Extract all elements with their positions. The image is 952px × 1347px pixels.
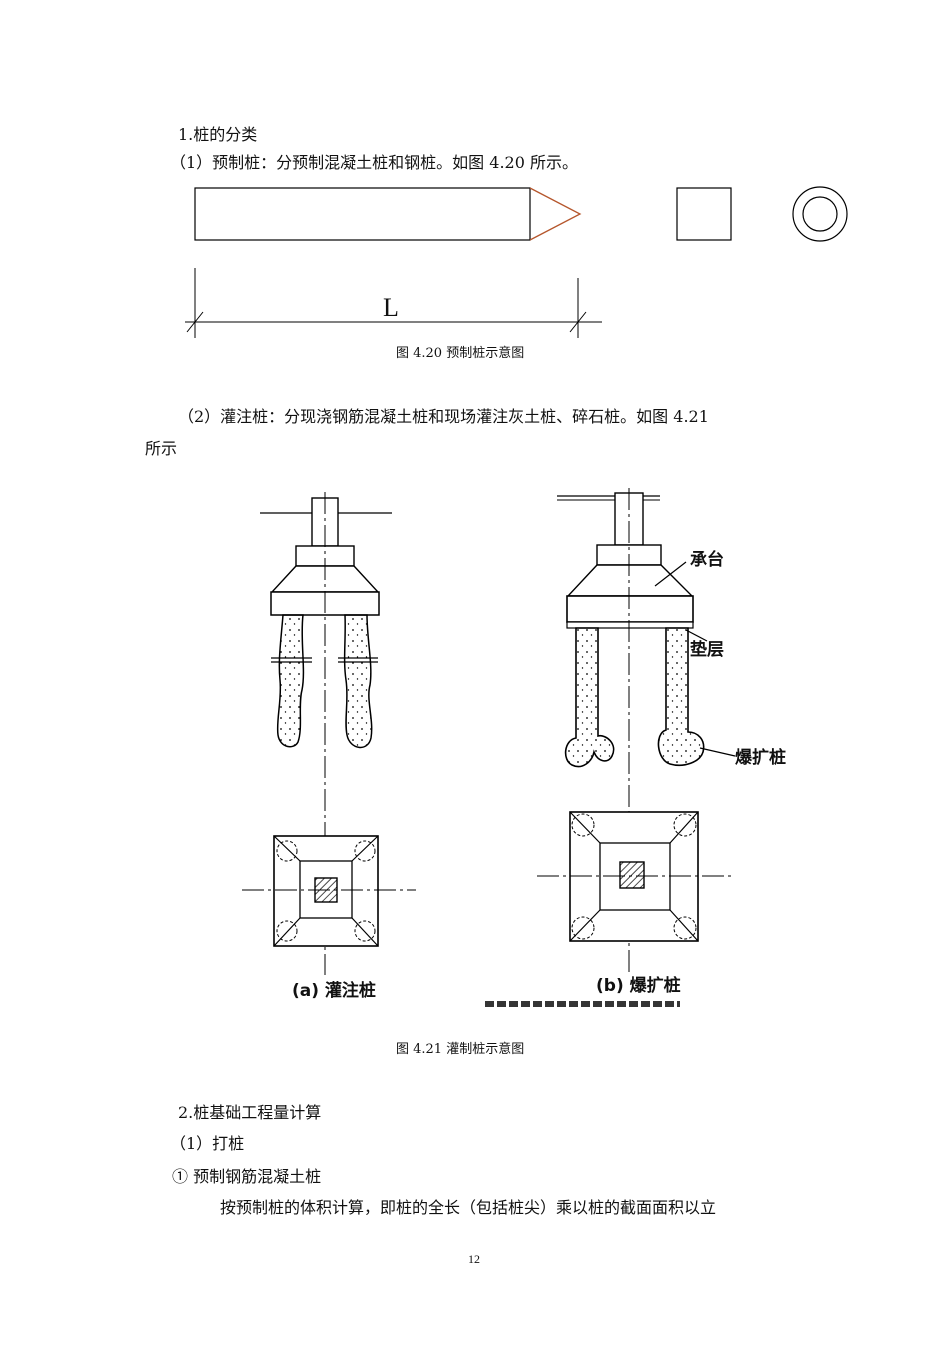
- pile-tip: [529, 187, 582, 241]
- label-pile-cap: 承台: [690, 550, 724, 570]
- ring-section-inner: [802, 196, 838, 232]
- subcaption-b: (b) 爆扩桩: [596, 976, 681, 996]
- calculation-paragraph: 按预制桩的体积计算，即桩的全长（包括桩尖）乘以桩的截面面积以立: [220, 1198, 717, 1217]
- figure-4-21-cropped-edge: [485, 1001, 680, 1007]
- label-blast-enlarged-pile: 爆扩桩: [735, 748, 786, 768]
- pile-body: [194, 187, 531, 241]
- subsection-pile-driving: （1）打桩: [170, 1134, 245, 1153]
- subsection-precast-rc-pile: ① 预制钢筋混凝土桩: [172, 1167, 322, 1186]
- section-heading-pile-classification: 1.桩的分类: [178, 125, 258, 144]
- subcaption-a: (a) 灌注桩: [292, 981, 376, 1001]
- pile-a-elevation: [260, 492, 392, 975]
- dimension-tick-right: [569, 311, 587, 333]
- section-heading-quantity-calculation: 2.桩基础工程量计算: [178, 1103, 322, 1122]
- page-number: 12: [468, 1252, 480, 1266]
- dimension-tick-left: [186, 311, 204, 333]
- cast-in-place-pile-paragraph-line1: （2）灌注桩：分现浇钢筋混凝土桩和现场灌注灰土桩、碎石桩。如图 4.21: [178, 407, 709, 426]
- cast-in-place-pile-paragraph-line2: 所示: [145, 439, 178, 458]
- precast-pile-paragraph: （1）预制桩：分预制混凝土桩和钢桩。如图 4.20 所示。: [170, 153, 578, 172]
- figure-4-21-caption: 图 4.21 灌制桩示意图: [396, 1042, 525, 1057]
- pile-a-plan: [242, 835, 416, 947]
- ring-section-outer: [792, 186, 848, 242]
- label-cushion-layer: 垫层: [690, 640, 724, 660]
- pile-b-plan: [537, 811, 732, 942]
- figure-4-20-caption: 图 4.20 预制桩示意图: [396, 346, 525, 361]
- dimension-label-L: L: [383, 293, 399, 322]
- square-section: [676, 187, 732, 241]
- figure-4-20-precast-pile: [185, 186, 848, 338]
